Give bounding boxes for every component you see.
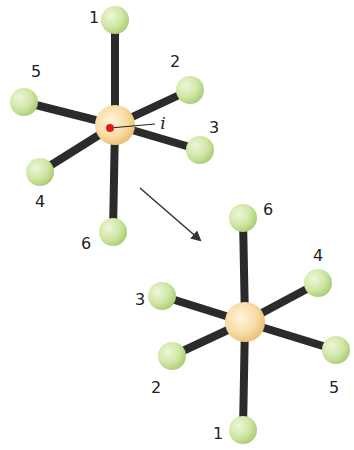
- callout-number: 5: [31, 64, 41, 80]
- callout-number: 1: [213, 426, 223, 442]
- callout-number: 4: [35, 194, 45, 210]
- symmetry-label: i: [160, 115, 165, 132]
- inversion-centre: [106, 124, 114, 132]
- callout-number: 6: [263, 202, 273, 218]
- callout-number: 5: [329, 380, 339, 396]
- callout-number: 3: [209, 120, 219, 136]
- callout-number: 4: [313, 248, 323, 264]
- molecule-bottom: [148, 204, 350, 444]
- callout-number: 1: [89, 10, 99, 26]
- callout-number: 2: [151, 380, 161, 396]
- leader-line: [110, 124, 155, 128]
- molecule-top: [10, 6, 214, 246]
- callout-number: 6: [81, 236, 91, 252]
- callout-number: 3: [135, 292, 145, 308]
- callout-number: 2: [170, 54, 180, 70]
- transform-arrow: [140, 188, 200, 240]
